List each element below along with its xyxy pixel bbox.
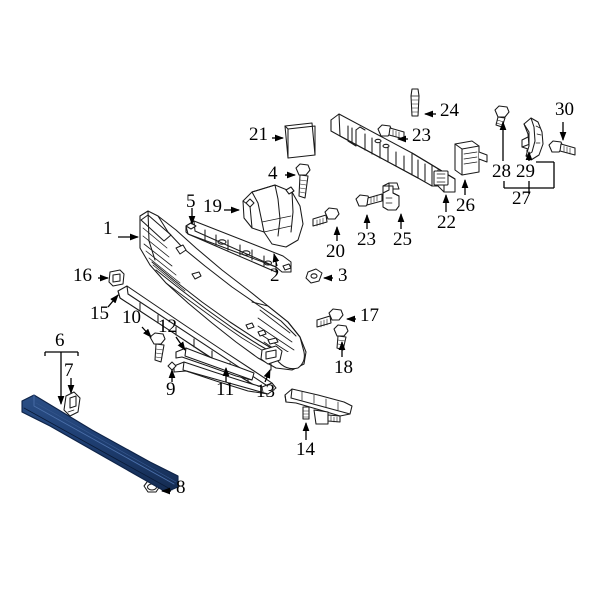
arrow-2	[272, 252, 280, 267]
part-26-sensor-module	[454, 140, 488, 176]
arrow-10	[141, 326, 152, 338]
part-12-side-molding	[175, 347, 255, 381]
callout-label-13: 13	[256, 381, 275, 402]
part-21-absorber-pad	[284, 122, 316, 159]
part-3-clip-grommet	[305, 268, 323, 284]
arrow-15	[107, 294, 119, 308]
callout-label-18: 18	[334, 357, 353, 378]
part-4-screw	[295, 163, 311, 199]
arrow-13	[263, 369, 271, 383]
callout-label-28: 28	[492, 161, 511, 182]
callout-label-19: 19	[203, 196, 222, 217]
part-10-bolt	[149, 332, 166, 363]
part-20-bolt	[312, 207, 340, 227]
callout-label-25: 25	[393, 229, 412, 250]
callout-label-11: 11	[216, 379, 235, 400]
arrow-12	[175, 336, 186, 351]
callout-label-8: 8	[176, 477, 186, 498]
part-16-retainer-clip	[108, 269, 125, 287]
part-28-bolt	[494, 105, 510, 128]
callout-label-12: 12	[158, 316, 177, 337]
part-25-mounting-bracket	[382, 182, 400, 211]
part-7-end-bracket	[63, 391, 81, 417]
callout-label-30: 30	[555, 99, 574, 120]
part-6-highlighted-valance-strip	[21, 394, 179, 493]
part-17-bolt	[316, 308, 344, 328]
callout-label-17: 17	[360, 305, 379, 326]
callout-label-24: 24	[440, 100, 459, 121]
callout-label-1: 1	[103, 218, 113, 239]
callout-label-22: 22	[437, 212, 456, 233]
callout-label-20: 20	[326, 241, 345, 262]
part-30-bolt	[548, 140, 576, 156]
part-23-bolt-lower	[355, 193, 383, 207]
callout-label-23: 23	[357, 229, 376, 250]
part-13-side-bracket	[260, 345, 283, 371]
callout-label-5: 5	[186, 191, 196, 212]
callout-label-27: 27	[512, 188, 531, 209]
callout-label-9: 9	[166, 379, 176, 400]
callout-label-21: 21	[249, 124, 268, 145]
callout-label-15: 15	[90, 303, 109, 324]
part-18-bolt	[333, 324, 349, 351]
part-22-impact-bar	[330, 113, 456, 193]
part-19-side-support	[242, 184, 304, 248]
callout-label-14: 14	[296, 439, 315, 460]
part-5-reinforcement-bar	[185, 220, 292, 273]
callout-label-7: 7	[64, 360, 74, 381]
callout-label-10: 10	[122, 307, 141, 328]
callout-label-4: 4	[268, 163, 278, 184]
part-14-fog-lamp-bracket	[284, 388, 353, 425]
part-24-mounting-stud	[410, 88, 420, 117]
callout-label-3: 3	[338, 265, 348, 286]
callout-label-29: 29	[516, 161, 535, 182]
callout-label-2: 2	[270, 265, 280, 286]
callout-label-26: 26	[456, 195, 475, 216]
callout-label-16: 16	[73, 265, 92, 286]
part-9-spoiler-molding	[167, 361, 177, 371]
callout-label-23b: 23	[412, 125, 431, 146]
callout-label-6: 6	[55, 330, 65, 351]
callout-arrows	[44, 110, 567, 495]
